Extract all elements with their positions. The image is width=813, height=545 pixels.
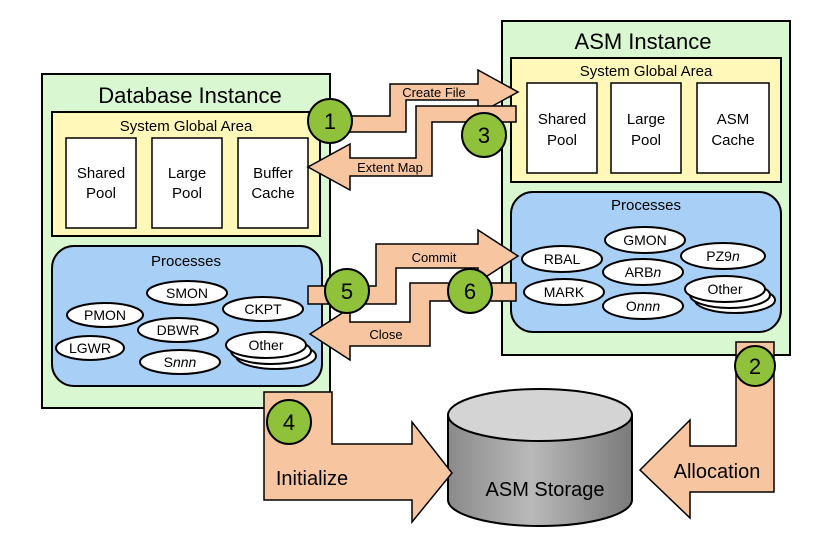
arrow-commit: Commit — [307, 228, 520, 305]
step-number-4: 4 — [283, 410, 295, 435]
asm-processes-title: Processes — [611, 197, 681, 214]
arrow-label-create-file: Create File — [402, 85, 466, 100]
step-badge-2: 2 — [734, 345, 776, 387]
db-proc-dbwr: DBWR — [157, 322, 200, 338]
step-number-5: 5 — [341, 279, 353, 304]
db-buffer-cache-line1: Buffer — [253, 165, 293, 182]
arrow-allocation: Allocation — [638, 341, 775, 520]
step-badge-5: 5 — [324, 268, 370, 314]
db-processes: Processes PMON SMON CKPT LGWR DBWR Snnn … — [51, 245, 323, 387]
arrow-create-file: Create File — [329, 68, 520, 133]
arrow-label-allocation: Allocation — [674, 461, 761, 483]
db-buffer-cache-line2: Cache — [251, 185, 294, 202]
db-large-pool-line1: Large — [168, 165, 206, 182]
arrow-label-commit: Commit — [412, 250, 457, 265]
asm-proc-gmon: GMON — [623, 232, 667, 248]
arrow-label-close: Close — [369, 327, 402, 342]
asm-proc-pz9n: PZ9n — [706, 248, 740, 264]
step-number-6: 6 — [464, 279, 476, 304]
database-instance-title: Database Instance — [98, 83, 281, 108]
arrow-close: Close — [308, 282, 517, 362]
db-proc-ckpt: CKPT — [244, 301, 282, 317]
db-shared-pool-line2: Pool — [86, 185, 116, 202]
asm-sga-title: System Global Area — [580, 63, 713, 80]
step-badge-4: 4 — [266, 399, 312, 445]
asm-proc-onnn: Onnn — [626, 298, 660, 314]
database-instance: Database Instance System Global Area Sha… — [41, 73, 331, 409]
db-shared-pool-line1: Shared — [77, 165, 125, 182]
asm-shared-pool-line1: Shared — [538, 111, 586, 128]
db-proc-snnn: Snnn — [164, 354, 197, 370]
db-large-pool-line2: Pool — [172, 185, 202, 202]
step-badge-3: 3 — [461, 112, 507, 158]
step-badge-6: 6 — [447, 268, 493, 314]
asm-proc-mark: MARK — [544, 284, 585, 300]
asm-large-pool-line1: Large — [627, 111, 665, 128]
db-proc-smon: SMON — [166, 285, 208, 301]
asm-storage: ASM Storage — [447, 388, 633, 527]
step-number-2: 2 — [749, 354, 761, 379]
asm-sga: System Global Area Shared Pool Large Poo… — [510, 57, 782, 183]
db-sga: System Global Area Shared Pool Large Poo… — [51, 111, 321, 237]
asm-instance-title: ASM Instance — [575, 29, 712, 54]
db-proc-lgwr: LGWR — [69, 340, 111, 356]
asm-storage-label: ASM Storage — [486, 479, 605, 501]
asm-cache-line2: Cache — [711, 132, 754, 149]
step-number-3: 3 — [478, 123, 490, 148]
asm-cache-line1: ASM — [717, 111, 750, 128]
arrow-label-extent-map: Extent Map — [357, 160, 423, 175]
db-processes-title: Processes — [151, 253, 221, 270]
asm-instance: ASM Instance System Global Area Shared P… — [501, 20, 791, 356]
arrow-extent-map: Extent Map — [306, 105, 517, 192]
asm-proc-other: Other — [707, 281, 742, 297]
asm-processes: Processes GMON RBAL PZ9n ARBn MARK Onnn … — [510, 191, 782, 333]
asm-proc-arbn: ARBn — [625, 264, 662, 280]
db-proc-pmon: PMON — [84, 307, 126, 323]
asm-proc-rbal: RBAL — [544, 251, 581, 267]
step-badge-1: 1 — [307, 98, 353, 144]
step-number-1: 1 — [324, 109, 336, 134]
asm-shared-pool-line2: Pool — [547, 132, 577, 149]
db-sga-title: System Global Area — [120, 118, 253, 135]
asm-large-pool-line2: Pool — [631, 132, 661, 149]
db-proc-other: Other — [248, 337, 283, 353]
arrow-label-initialize: Initialize — [276, 468, 348, 490]
